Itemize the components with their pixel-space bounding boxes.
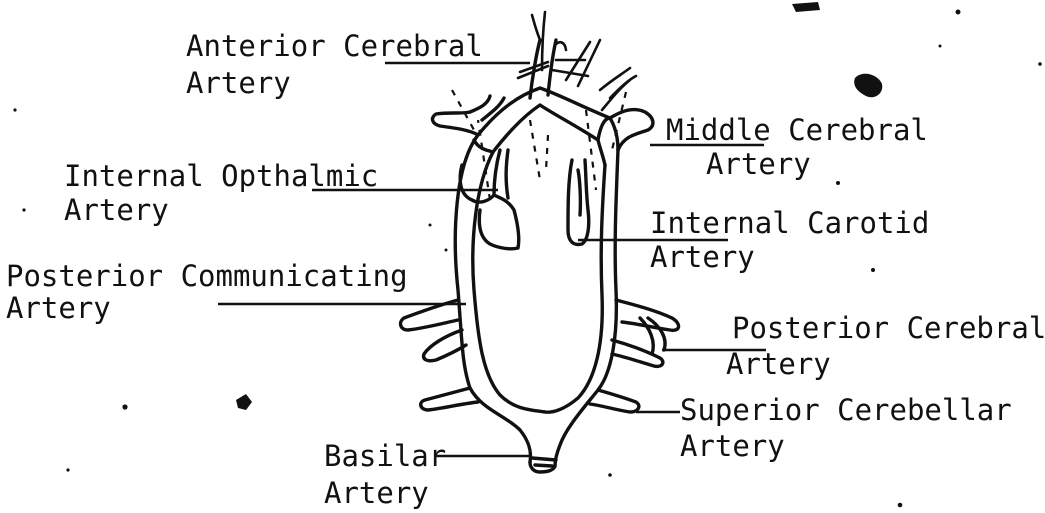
label-posterior-communicating: Posterior Communicating Artery bbox=[6, 259, 425, 325]
label-superior-cerebellar: Superior Cerebellar Artery bbox=[680, 393, 1029, 463]
label-internal-opthalmic: Internal Opthalmic Artery bbox=[64, 159, 396, 227]
label-posterior-cerebral: Posterior Cerebral Artery bbox=[726, 311, 1045, 381]
label-middle-cerebral: Middle Cerebral Artery bbox=[666, 113, 945, 181]
label-basilar: Basilar Artery bbox=[324, 439, 464, 510]
label-internal-carotid: Internal Carotid Artery bbox=[650, 206, 947, 274]
scan-specks bbox=[13, 2, 1041, 507]
label-anterior-cerebral: Anterior Cerebral Artery bbox=[186, 29, 500, 100]
circle-of-willis-drawing bbox=[401, 12, 679, 472]
